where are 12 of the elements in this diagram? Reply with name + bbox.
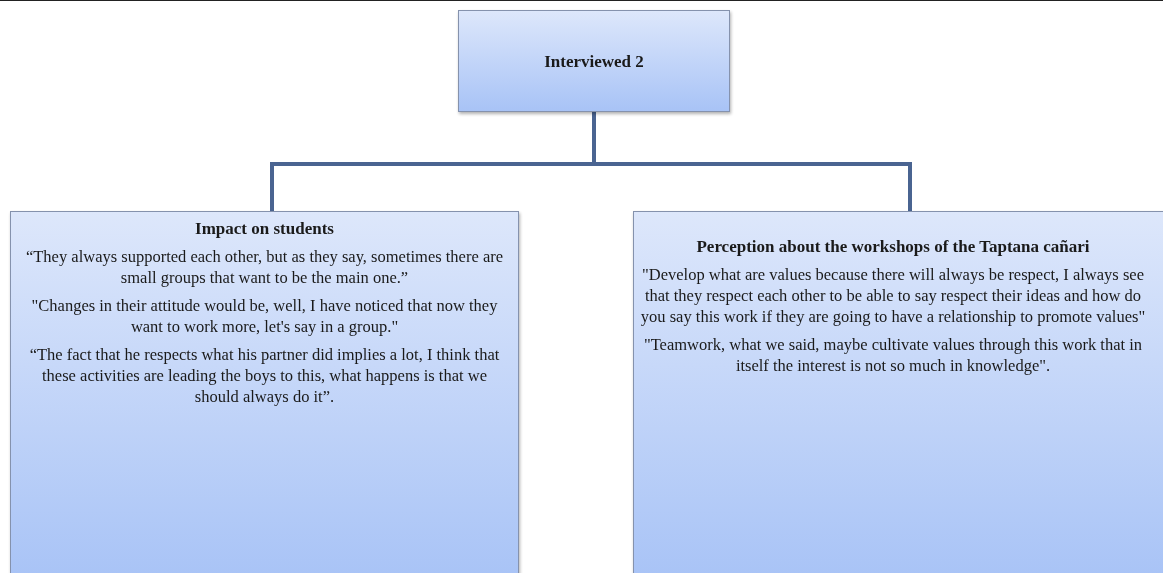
quote-text: “They always supported each other, but as they say, sometimes there are small groups that want to be the main one.”: [24, 246, 505, 288]
heading: Impact on students: [195, 218, 334, 239]
content-box: [10, 211, 519, 573]
quote-text: "Changes in their attitude would be, well, I have noticed that now they want to work more, let's say in a group.": [30, 295, 499, 337]
quote-text: “The fact that he respects what his partner did implies a lot, I think that these activities are leading the boys to this, what happens is that we should always do it”.: [28, 344, 501, 407]
quote-text: "Teamwork, what we said, maybe cultivate values through this work that in itself the interest is not so much in knowledge".: [642, 334, 1144, 376]
content-box: [633, 211, 1163, 573]
title-box: [458, 10, 730, 112]
quote-text: "Develop what are values because there will always be respect, I always see that they respect each other to be able to say respect their ideas and how do you say this work if they are going to have a relationship to promote values": [639, 264, 1147, 327]
heading: Interviewed 2: [544, 50, 644, 72]
connector-line: [592, 112, 912, 211]
heading: Perception about the workshops of the Taptana cañari: [696, 236, 1090, 257]
